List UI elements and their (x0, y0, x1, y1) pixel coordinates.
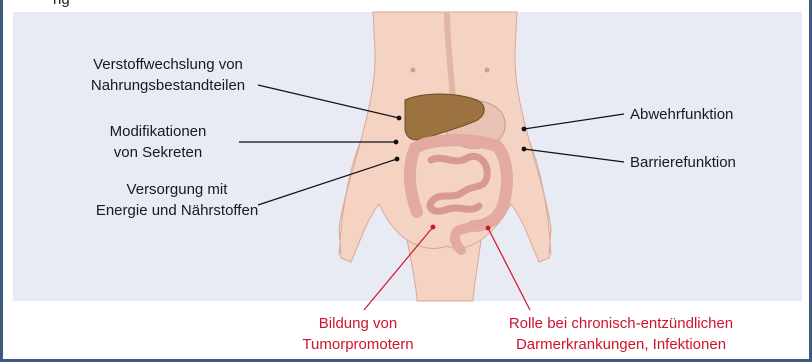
label-entzuendliche-darmerkrankungen: Rolle bei chronisch-entzündlichen Darmer… (491, 313, 751, 355)
label-verstoffwechslung-line1: Verstoffwechslung von (63, 54, 273, 75)
torso-illustration (339, 12, 551, 301)
label-tumorpromotern: Bildung von Tumorpromotern (263, 313, 453, 355)
leader-dot-verstoffwechslung (397, 116, 402, 121)
right-nipple (485, 68, 490, 73)
leader-line-barriere (524, 149, 624, 162)
label-tumorpromotern-line1: Bildung von (263, 313, 453, 334)
leader-dot-barriere (522, 147, 527, 152)
label-modifikationen: Modifikationen von Sekreten (83, 121, 233, 163)
label-modifikationen-line2: von Sekreten (83, 142, 233, 163)
leader-line-abwehr (524, 114, 624, 129)
label-versorgung: Versorgung mit Energie und Nährstoffen (77, 179, 277, 221)
label-verstoffwechslung-line2b: Nahrungsbestandteilen (63, 75, 273, 96)
label-tumorpromotern-line2: Tumorpromotern (263, 334, 453, 355)
left-nipple (411, 68, 416, 73)
label-modifikationen-line1: Modifikationen (83, 121, 233, 142)
leader-dot-entzuendung (486, 226, 491, 231)
leader-dot-versorgung (395, 157, 400, 162)
label-verstoffwechslung: Verstoffwechslung von von Sekreten Nahru… (63, 54, 273, 96)
leader-dot-modifikationen (394, 140, 399, 145)
leader-line-entzuendung (488, 228, 530, 310)
label-entzuendliche-line1: Rolle bei chronisch-entzündlichen (491, 313, 751, 334)
label-versorgung-line1: Versorgung mit (77, 179, 277, 200)
label-barrierefunktion: Barrierefunktion (630, 152, 736, 173)
legs-silhouette (407, 240, 481, 301)
leader-dot-abwehr (522, 127, 527, 132)
label-entzuendliche-line2: Darmerkrankungen, Infektionen (491, 334, 751, 355)
label-abwehrfunktion: Abwehrfunktion (630, 104, 733, 125)
leader-dot-tumor (431, 225, 436, 230)
label-versorgung-line2: Energie und Nährstoffen (77, 200, 277, 221)
